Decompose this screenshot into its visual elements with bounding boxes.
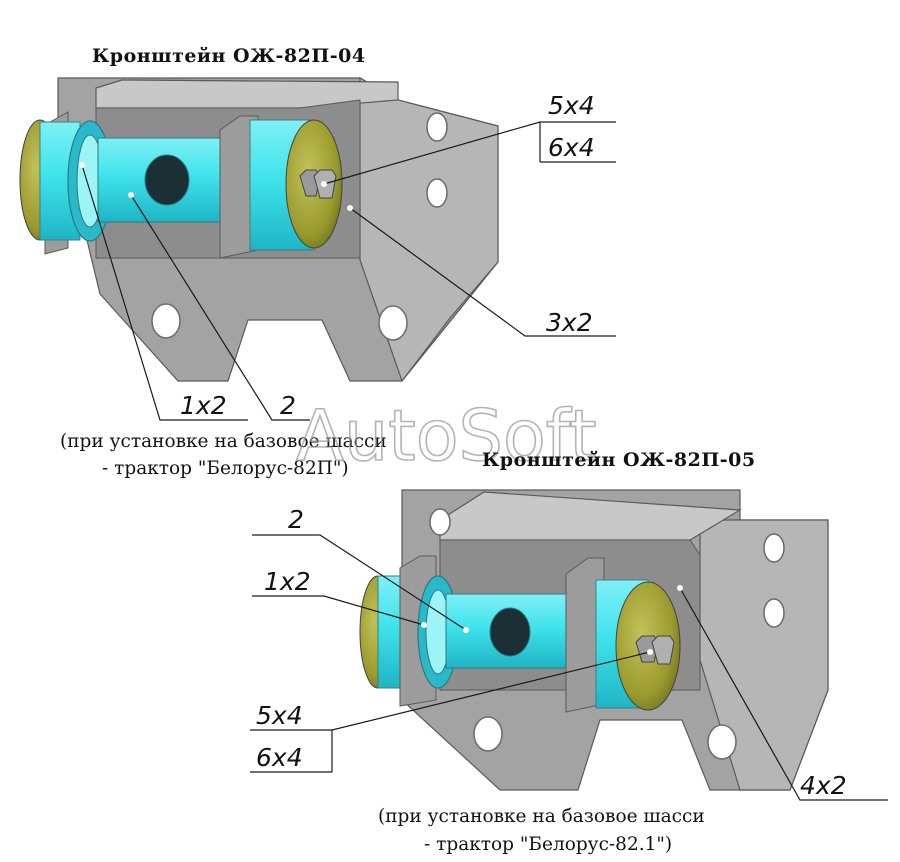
bottom-assembly-title: Кронштейн ОЖ-82П-05 bbox=[482, 449, 756, 471]
top-side-flange bbox=[359, 76, 499, 383]
top-mount-hole bbox=[426, 112, 448, 142]
top-bracket-assembly bbox=[19, 76, 499, 383]
bottom-callout-plate: 4x2 bbox=[800, 771, 847, 800]
watermark: AutoSoft bbox=[296, 395, 597, 477]
top-mount-hole bbox=[151, 303, 181, 339]
bottom-callout-axle: 2 bbox=[288, 505, 304, 534]
top-axle-hole bbox=[144, 154, 190, 206]
top-callout-nut: 6x4 bbox=[548, 133, 595, 162]
top-callout-plate: 3x2 bbox=[546, 308, 593, 337]
top-mount-hole bbox=[426, 178, 448, 208]
bottom-mount-hole bbox=[429, 508, 451, 536]
top-callout-bushing: 1x2 bbox=[180, 391, 227, 420]
top-callout-axle: 2 bbox=[280, 391, 296, 420]
bottom-callout-bolt: 5x4 bbox=[256, 701, 303, 730]
bottom-callout-bushing: 1x2 bbox=[264, 567, 311, 596]
bottom-caption-line2: - трактор "Белорус-82.1") bbox=[424, 834, 672, 855]
bottom-mount-hole bbox=[707, 724, 737, 760]
bottom-callout-nut: 6x4 bbox=[256, 743, 303, 772]
bottom-shelf bbox=[439, 491, 742, 541]
bottom-bracket-assembly bbox=[359, 489, 829, 791]
bottom-leader-lines bbox=[250, 534, 888, 801]
top-leader-lines bbox=[79, 121, 616, 421]
bottom-bolt-nut bbox=[635, 635, 675, 665]
top-assembly-title: Кронштейн ОЖ-82П-04 bbox=[92, 45, 366, 67]
bottom-caption-line1: (при установке на базовое шасси bbox=[378, 806, 705, 827]
top-callout-bolt: 5x4 bbox=[548, 91, 595, 120]
bottom-axle-hole bbox=[489, 607, 531, 657]
top-caption-line2: - трактор "Белорус-82П") bbox=[102, 458, 349, 479]
bottom-mount-hole bbox=[763, 598, 785, 628]
top-mount-hole bbox=[378, 305, 408, 341]
top-caption-line1: (при установке на базовое шасси bbox=[60, 431, 387, 452]
bottom-mount-hole bbox=[763, 533, 785, 563]
bottom-mount-hole bbox=[473, 716, 503, 752]
